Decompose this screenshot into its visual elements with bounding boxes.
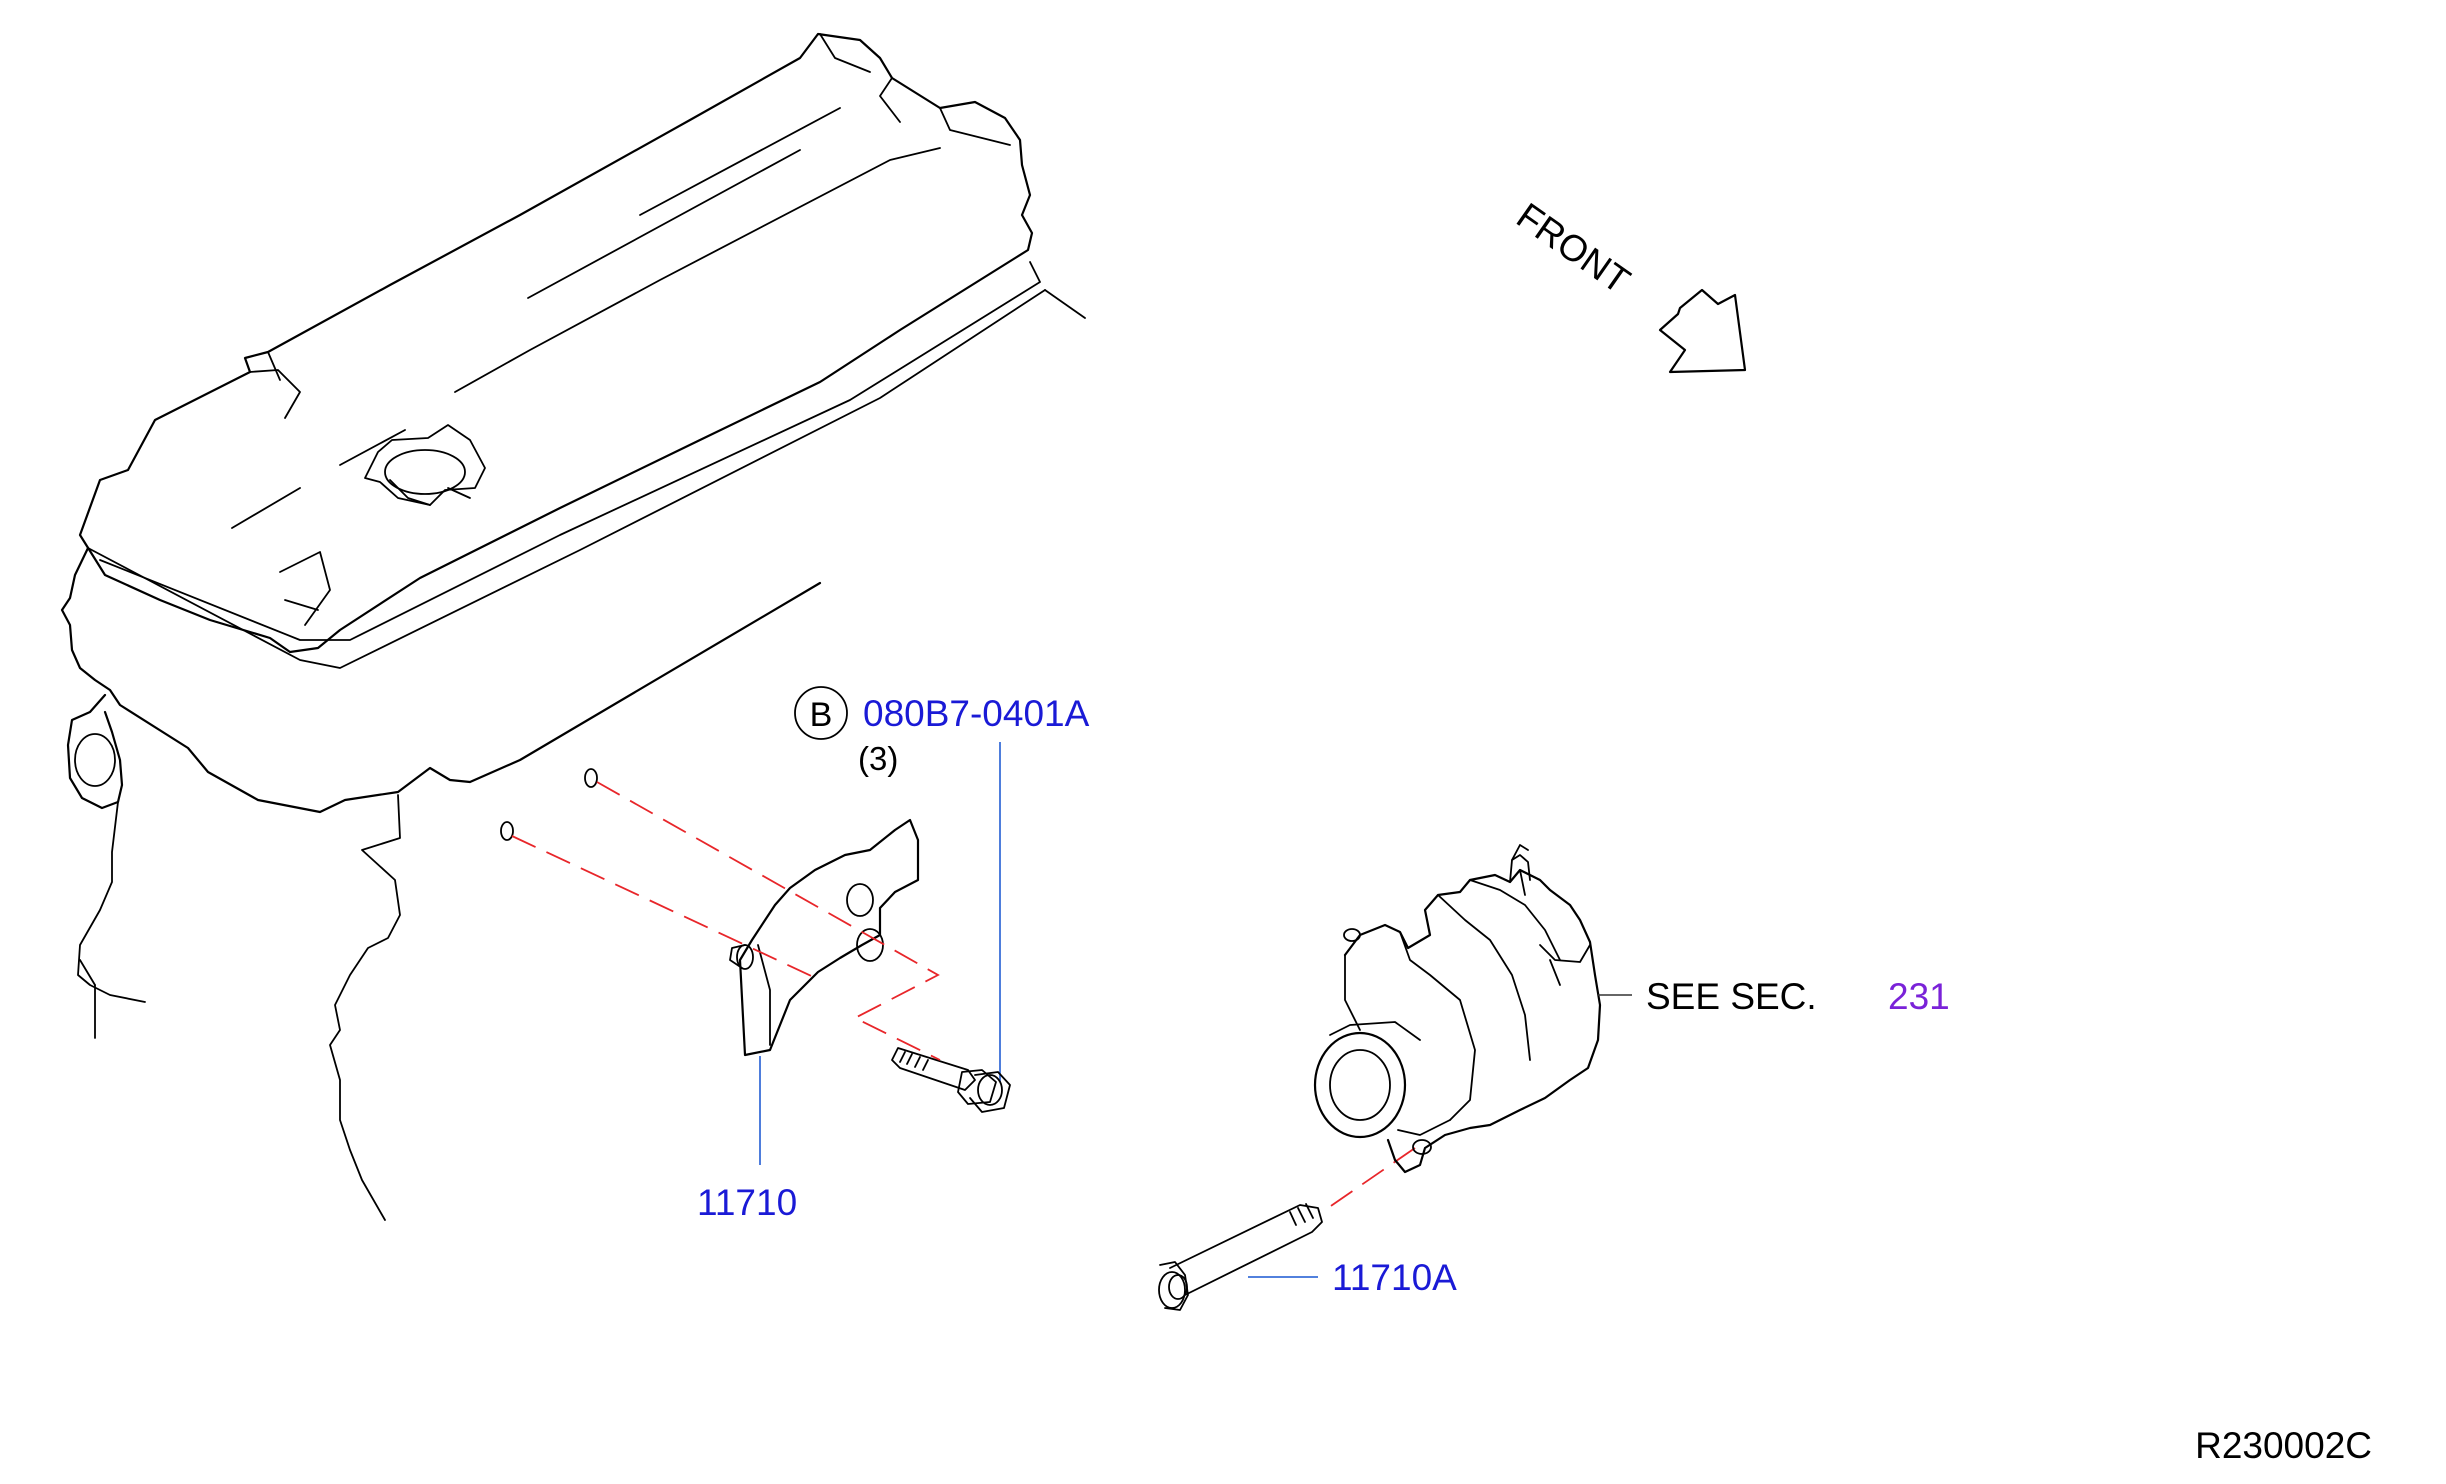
bolt-quantity: (3)	[858, 740, 898, 777]
front-label: FRONT	[1509, 195, 1637, 302]
through-bolt-part-number: 11710A	[1332, 1257, 1457, 1298]
oil-filler-cap	[364, 424, 486, 506]
flange-bolt	[891, 1047, 1011, 1113]
ref-circle-b-label: B	[810, 696, 833, 734]
bolt-part-number: 080B7-0401A	[863, 693, 1090, 734]
see-section-number: 231	[1888, 976, 1950, 1017]
engine-illustration	[60, 32, 1086, 1221]
see-section-text: SEE SEC.	[1646, 976, 1817, 1017]
assembly-centerlines	[511, 781, 1416, 1211]
alternator	[1313, 844, 1602, 1174]
front-arrow-icon	[1658, 288, 1747, 374]
ref-circle-b-icon	[794, 686, 848, 740]
bracket-part-number: 11710	[697, 1182, 797, 1223]
front-direction-indicator: FRONT	[1509, 195, 1747, 374]
diagram-id: R230002C	[2195, 1425, 2372, 1466]
bracket-bolt-callout: B 080B7-0401A (3)	[794, 686, 1090, 1082]
through-bolt	[1158, 1203, 1323, 1311]
mounting-bracket	[729, 818, 920, 1057]
